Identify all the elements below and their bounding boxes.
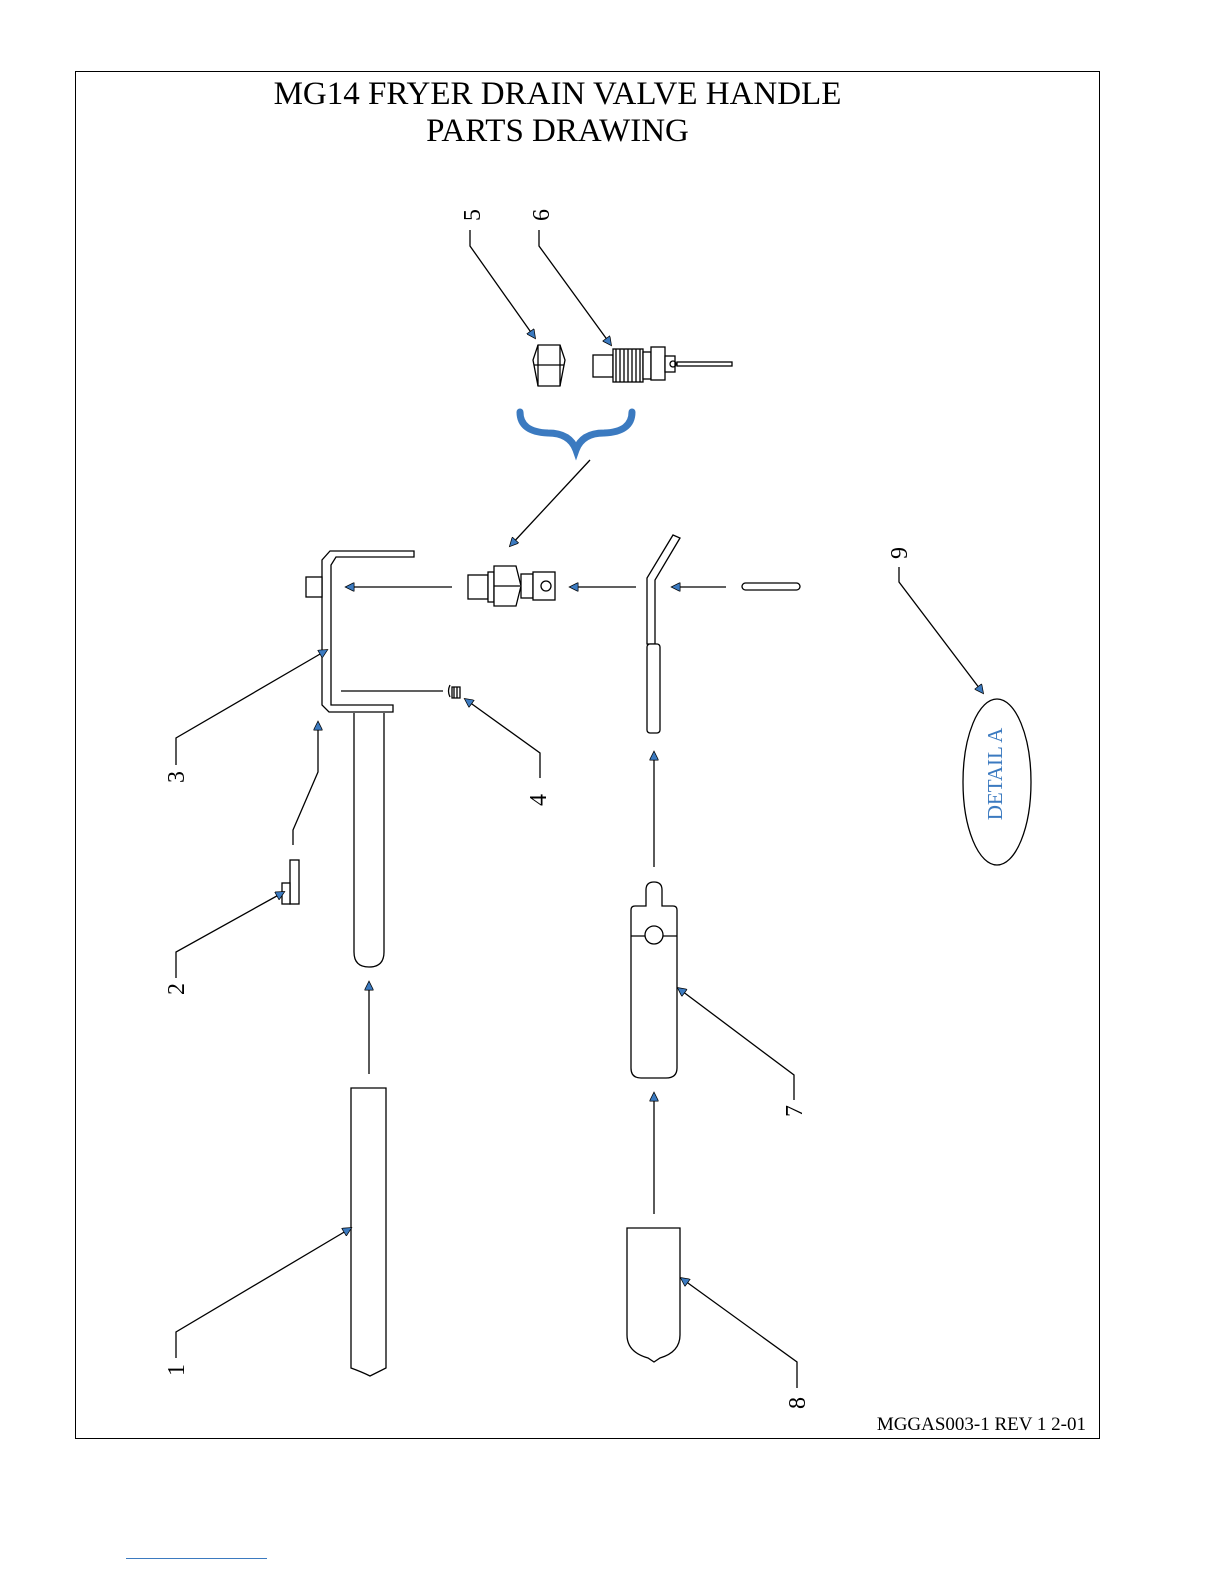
- drawing-reference: MGGAS003-1 REV 1 2-01: [877, 1414, 1086, 1436]
- bent-rod-part: [647, 535, 680, 733]
- lever-grip-part: [627, 1228, 680, 1362]
- threaded-valve-part: [593, 347, 732, 382]
- hex-nut-part: [533, 345, 565, 386]
- callout-4: 4: [526, 794, 552, 806]
- callout-7: 7: [782, 1105, 808, 1117]
- callout-9: 9: [887, 547, 913, 559]
- handle-lever-part: [631, 882, 677, 1078]
- grip-sleeve-part: [351, 1088, 386, 1376]
- key-part: [282, 860, 299, 904]
- detail-a-label: DETAIL A: [983, 727, 1007, 820]
- leader-lines: [176, 230, 983, 1388]
- callout-1: 1: [164, 1364, 190, 1376]
- callout-8: 8: [785, 1397, 811, 1409]
- screw-part: [341, 685, 460, 698]
- callout-5: 5: [460, 209, 486, 221]
- footer-rule: [126, 1558, 267, 1559]
- callout-2: 2: [164, 983, 190, 995]
- callout-3: 3: [164, 771, 190, 783]
- valve-assembly-part: [468, 566, 555, 606]
- brace-icon: [520, 412, 632, 450]
- callout-6: 6: [529, 209, 555, 221]
- bracket-part: [306, 551, 414, 712]
- pin-part: [742, 583, 800, 590]
- handle-rod-part: [354, 713, 384, 967]
